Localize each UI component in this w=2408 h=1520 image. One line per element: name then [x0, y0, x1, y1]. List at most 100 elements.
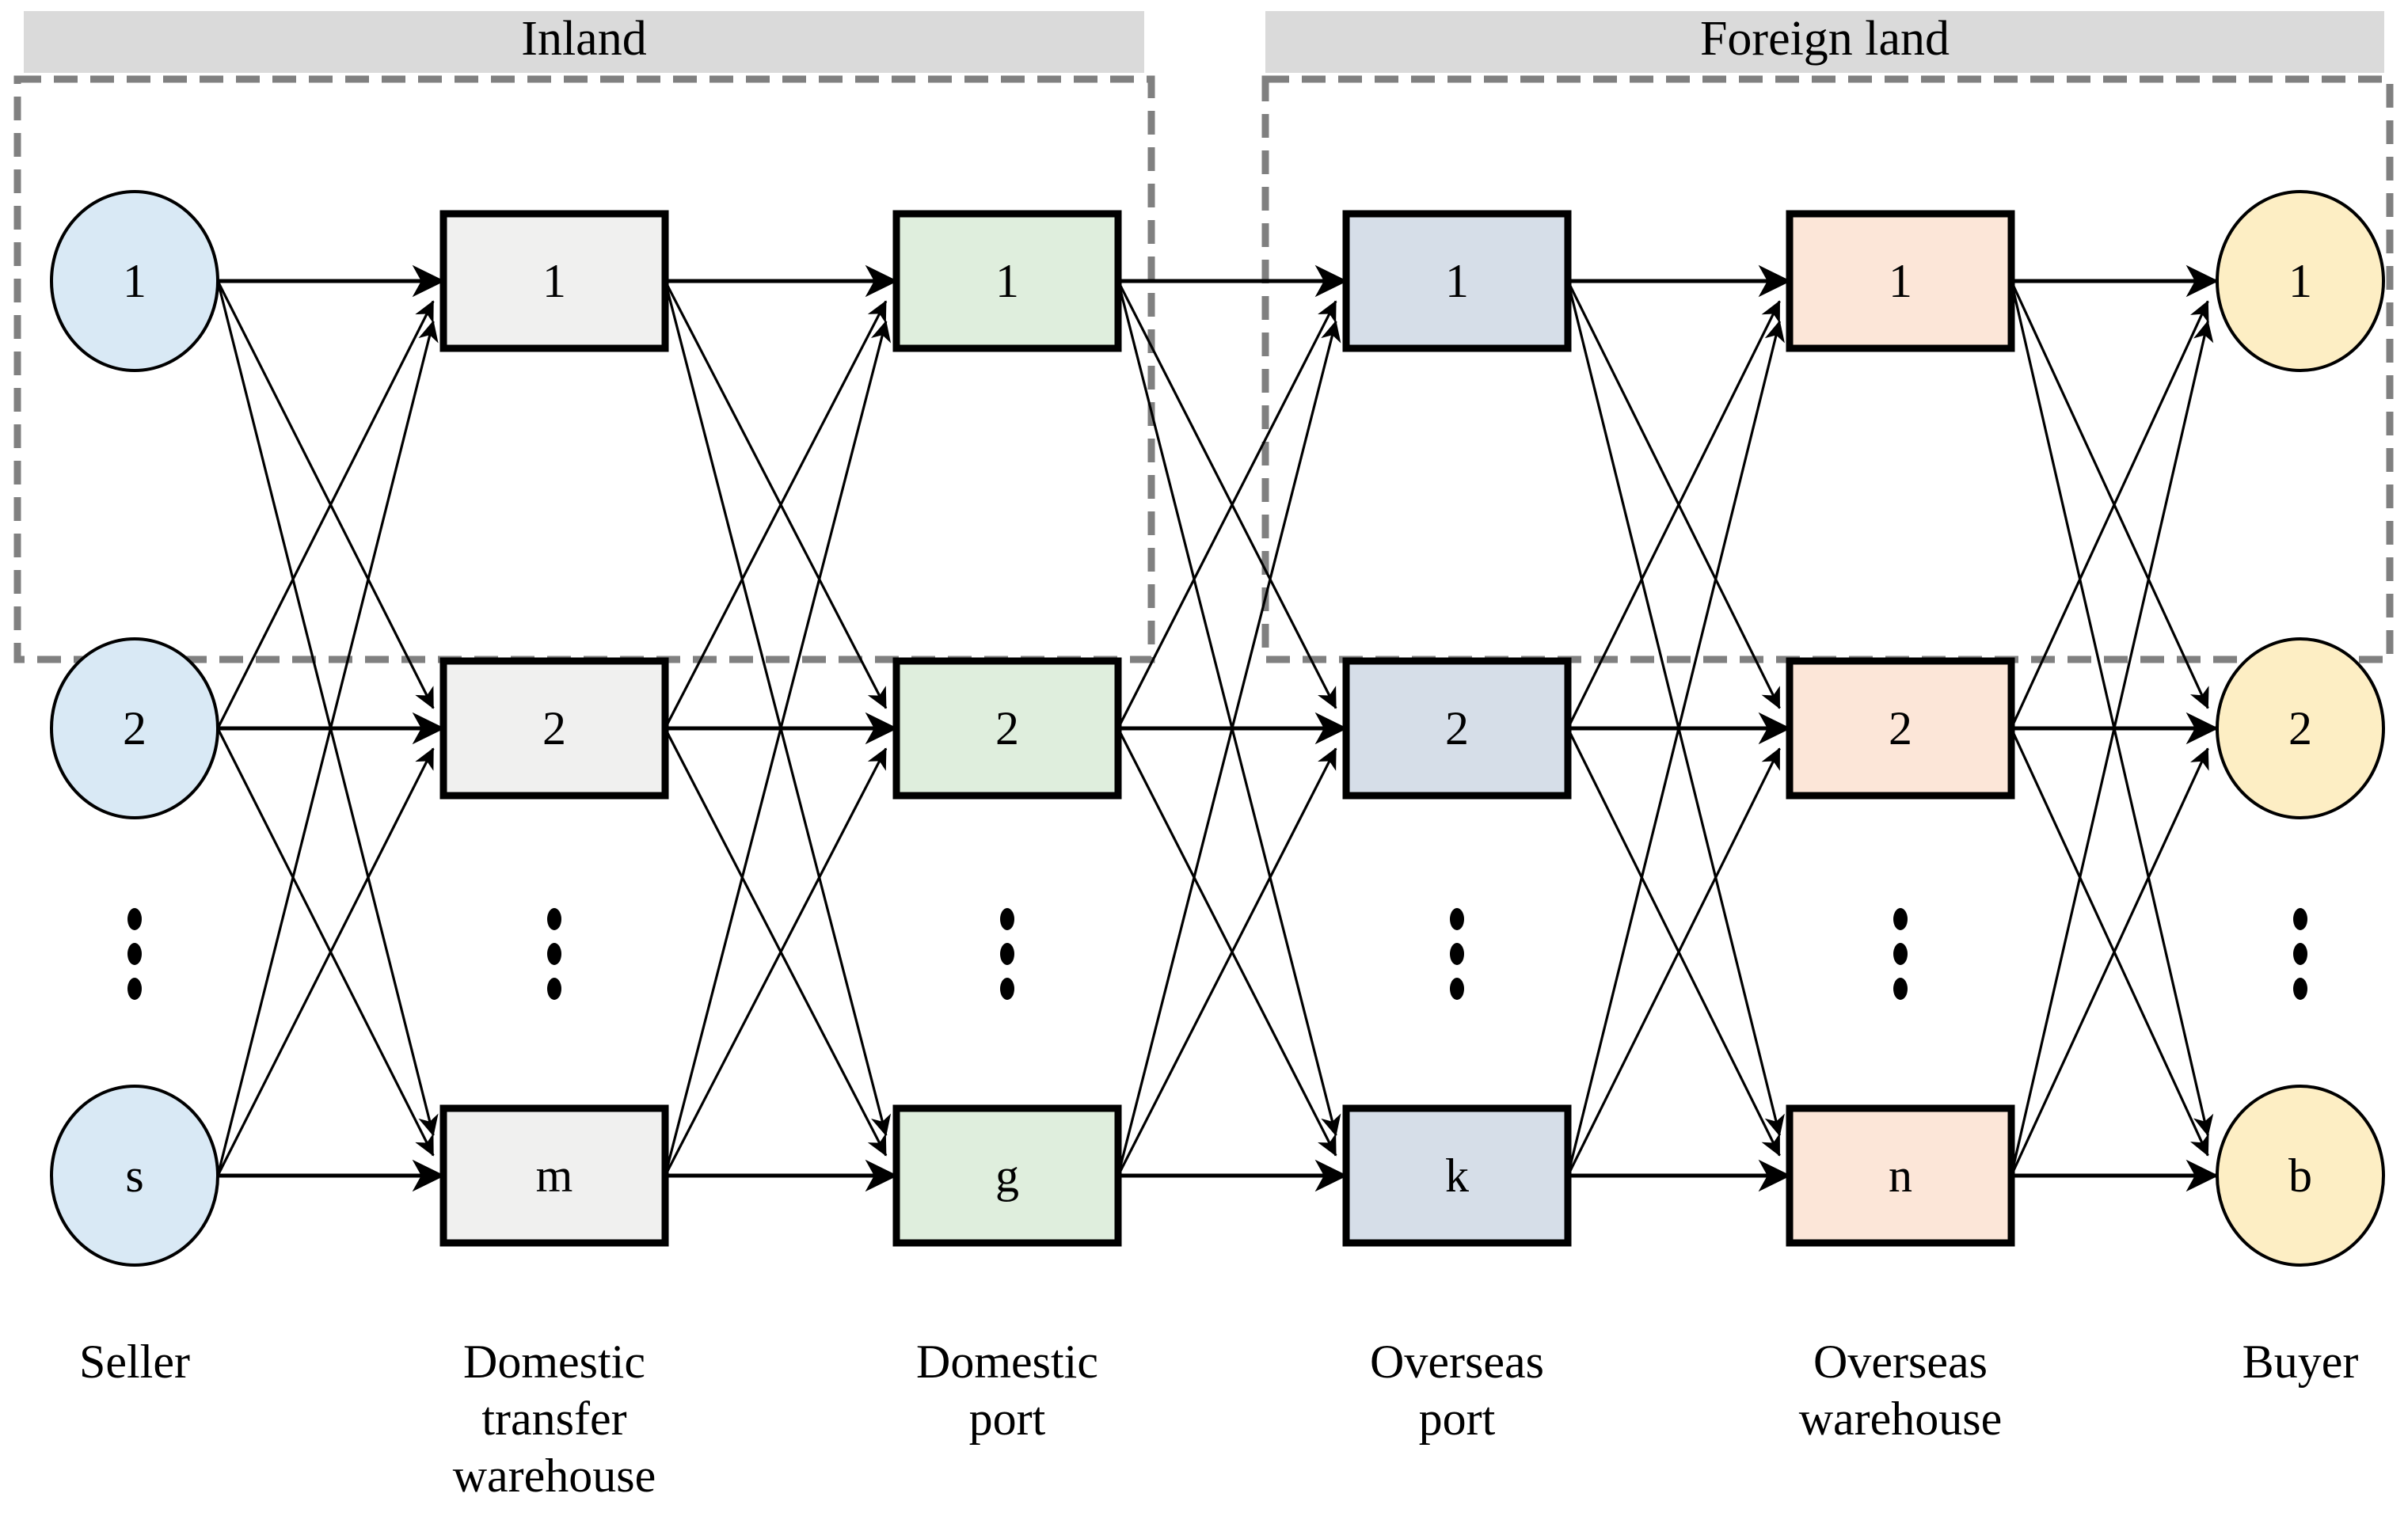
column-label-line: warehouse — [1799, 1393, 2003, 1445]
edge-domestic-port-0-to-overseas-port-1 — [1117, 280, 1337, 709]
ellipsis-dot — [547, 908, 561, 930]
region-boundary-inland-region — [13, 75, 1155, 663]
node-label-overseas-warehouse-3: n — [1889, 1150, 1912, 1202]
edge-seller-2-to-domestic-transfer-warehouse-1 — [216, 747, 435, 1176]
node-label-buyer-3: b — [2288, 1150, 2312, 1202]
column-label-line: Overseas — [1813, 1336, 1988, 1388]
column-label-line: warehouse — [453, 1450, 656, 1502]
edge-overseas-warehouse-2-to-buyer-1 — [2010, 747, 2209, 1176]
node-label-seller-3: s — [125, 1150, 143, 1202]
header-label-inland: Inland — [521, 12, 646, 66]
node-seller-1[interactable] — [50, 190, 219, 372]
edge-domestic-transfer-warehouse-0-to-domestic-port-2 — [664, 280, 892, 1137]
node-label-domestic-port-2: 2 — [995, 702, 1019, 754]
edge-overseas-warehouse-2-to-buyer-0 — [2010, 320, 2214, 1176]
node-label-seller-2: 2 — [123, 702, 146, 754]
column-label-line: transfer — [481, 1393, 626, 1445]
column-label-line: Seller — [79, 1336, 190, 1388]
node-buyer-1[interactable] — [2216, 190, 2385, 372]
edge-overseas-port-2-to-overseas-warehouse-1 — [1566, 747, 1781, 1176]
ellipsis-dot — [1450, 908, 1464, 930]
column-label-line: Domestic — [463, 1336, 645, 1388]
node-label-domestic-port-1: 1 — [995, 255, 1019, 307]
node-label-overseas-port-2: 2 — [1445, 702, 1469, 754]
node-domestic-transfer-warehouse-3[interactable] — [439, 1104, 669, 1247]
edge-domestic-port-1-to-overseas-port-0 — [1117, 300, 1337, 729]
node-label-buyer-1: 1 — [2288, 255, 2312, 307]
node-buyer-3[interactable] — [2216, 1085, 2385, 1267]
edge-overseas-port-2-to-overseas-warehouse-0 — [1566, 320, 1785, 1176]
ellipsis-dot — [2293, 908, 2307, 930]
column-label-line: Overseas — [1370, 1336, 1544, 1388]
ellipsis-dot — [127, 943, 142, 965]
column-label-buyer: Buyer — [2243, 1336, 2359, 1388]
node-overseas-port-3[interactable] — [1342, 1104, 1572, 1247]
edge-domestic-transfer-warehouse-2-to-domestic-port-1 — [664, 747, 888, 1176]
node-seller-2[interactable] — [50, 637, 219, 819]
edge-overseas-port-0-to-overseas-warehouse-1 — [1566, 280, 1781, 709]
column-label-line: Buyer — [2243, 1336, 2359, 1388]
header-label-foreign-land: Foreign land — [1700, 12, 1950, 66]
node-label-overseas-port-1: 1 — [1445, 255, 1469, 307]
edge-overseas-port-1-to-overseas-warehouse-0 — [1566, 300, 1781, 729]
node-overseas-port-1[interactable] — [1342, 210, 1572, 352]
node-label-overseas-warehouse-2: 2 — [1889, 702, 1912, 754]
ellipsis-dot — [547, 943, 561, 965]
ellipsis-dot — [1450, 943, 1464, 965]
edge-overseas-warehouse-0-to-buyer-2 — [2010, 280, 2214, 1137]
edge-seller-1-to-domestic-transfer-warehouse-2 — [216, 728, 435, 1157]
edge-overseas-warehouse-1-to-buyer-0 — [2010, 300, 2209, 729]
column-label-line: port — [969, 1393, 1046, 1445]
node-label-domestic-transfer-warehouse-1: 1 — [542, 255, 566, 307]
ellipsis-dot — [127, 978, 142, 1000]
vertical-ellipsis-overseas-port — [1450, 908, 1464, 1000]
node-domestic-transfer-warehouse-1[interactable] — [439, 210, 669, 352]
edge-domestic-transfer-warehouse-1-to-domestic-port-2 — [664, 728, 888, 1157]
column-label-seller: Seller — [79, 1336, 190, 1388]
edge-seller-2-to-domestic-transfer-warehouse-0 — [216, 320, 439, 1176]
ellipsis-dot — [2293, 978, 2307, 1000]
edge-overseas-warehouse-1-to-buyer-2 — [2010, 728, 2209, 1157]
ellipsis-layer — [127, 908, 2307, 1000]
node-domestic-port-1[interactable] — [892, 210, 1122, 352]
ellipsis-dot — [1893, 978, 1908, 1000]
node-overseas-warehouse-2[interactable] — [1786, 657, 2015, 800]
ellipsis-dot — [1450, 978, 1464, 1000]
vertical-ellipsis-seller — [127, 908, 142, 1000]
ellipsis-dot — [1893, 908, 1908, 930]
node-label-domestic-port-3: g — [995, 1150, 1019, 1202]
node-seller-3[interactable] — [50, 1085, 219, 1267]
edge-overseas-warehouse-0-to-buyer-1 — [2010, 280, 2209, 709]
edge-domestic-transfer-warehouse-2-to-domestic-port-0 — [664, 320, 892, 1176]
edge-overseas-port-1-to-overseas-warehouse-2 — [1566, 728, 1781, 1157]
node-overseas-port-2[interactable] — [1342, 657, 1572, 800]
column-label-line: Domestic — [916, 1336, 1098, 1388]
region-boundaries — [13, 75, 2394, 663]
node-domestic-transfer-warehouse-2[interactable] — [439, 657, 669, 800]
node-label-seller-1: 1 — [123, 255, 146, 307]
ellipsis-dot — [2293, 943, 2307, 965]
header-bar-inland — [24, 11, 1144, 73]
region-headers: Inland Foreign land — [24, 11, 2384, 73]
node-overseas-warehouse-1[interactable] — [1786, 210, 2015, 352]
edge-domestic-port-0-to-overseas-port-2 — [1117, 280, 1341, 1137]
node-label-overseas-warehouse-1: 1 — [1889, 255, 1912, 307]
edge-domestic-port-2-to-overseas-port-1 — [1117, 747, 1337, 1176]
edge-seller-1-to-domestic-transfer-warehouse-0 — [216, 300, 435, 729]
node-domestic-port-2[interactable] — [892, 657, 1122, 800]
node-label-domestic-transfer-warehouse-2: 2 — [542, 702, 566, 754]
vertical-ellipsis-buyer — [2293, 908, 2307, 1000]
node-buyer-2[interactable] — [2216, 637, 2385, 819]
vertical-ellipsis-domestic-transfer-warehouse — [547, 908, 561, 1000]
vertical-ellipsis-domestic-port — [1000, 908, 1014, 1000]
edge-layer — [216, 264, 2219, 1192]
node-label-domestic-transfer-warehouse-3: m — [536, 1150, 573, 1202]
node-overseas-warehouse-3[interactable] — [1786, 1104, 2015, 1247]
node-domestic-port-3[interactable] — [892, 1104, 1122, 1247]
